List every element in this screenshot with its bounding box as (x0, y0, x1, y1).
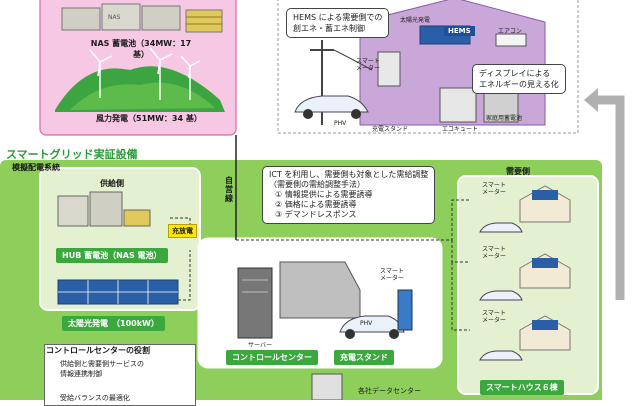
smart-house-badge: スマートハウス６棟 (480, 380, 564, 395)
control-building (279, 261, 361, 319)
hems-box: HEMS (444, 26, 475, 36)
nas-logo: NAS (108, 14, 121, 21)
data-center-label: 各社データセンター (358, 387, 421, 395)
return-arrow (594, 95, 625, 300)
ict-callout: ICT を利用し、需要側も対象とした需給調整 （需要側の需給調整手法） ① 情報… (262, 166, 436, 224)
control-role-cut-text: 受給バランスの最適化 (60, 394, 130, 402)
discharge-label: 充放電 (168, 224, 197, 238)
pv-badge: 太陽光発電 （100kW） (62, 316, 165, 331)
charge-stand-badge: 充電スタンド (334, 350, 394, 365)
smart-grid-title: スマートグリッド実証設備 (6, 148, 138, 161)
control-phv-label: PHV (360, 320, 373, 327)
home-phv-label: PHV (334, 120, 347, 127)
nas-battery-image (61, 3, 223, 33)
pv-panel-image (57, 279, 179, 305)
control-role-desc: 供給側と需要側サービスの 情報連携制御 (60, 360, 144, 378)
private-line-label: 自営線 (225, 176, 233, 203)
home-smart-meter-label: スマート メーター (356, 58, 381, 72)
control-center-badge: コントロールセンター (226, 350, 318, 365)
aircon-label: エアコン (498, 28, 523, 35)
solar-panel-label: 太陽光発電 (400, 17, 431, 24)
supply-side-label: 供給側 (100, 179, 124, 188)
home-battery-label: 家庭用蓄電池 (486, 115, 523, 122)
charge-stand (397, 289, 413, 331)
hub-battery-badge: HUB 蓄電池（NAS 電池） (56, 248, 168, 263)
demand-side-label: 需要側 (506, 167, 530, 176)
demand-smart-meter-2: スマート メーター (482, 246, 507, 260)
wind-turbines (89, 47, 201, 100)
wind-power-label: 風力発電（51MW：34 基） (96, 114, 202, 123)
smart-houses (479, 185, 571, 361)
nas-battery-label: NAS 蓄電池（34MW：17 基） (90, 39, 192, 59)
model-distribution-label: 模擬配電系統 (12, 163, 60, 172)
data-center-building (311, 373, 343, 400)
hems-callout: HEMS による需要側での 創エネ・蓄エネ制御 (286, 8, 390, 38)
control-smart-meter: スマート メーター (380, 268, 405, 282)
demand-smart-meter-1: スマート メーター (482, 182, 507, 196)
server-label: サーバー (248, 342, 272, 349)
demand-smart-meter-3: スマート メーター (482, 310, 507, 324)
hub-battery-image (57, 191, 151, 227)
server-rack (237, 267, 273, 339)
control-role-title: コントロールセンターの役割 (46, 346, 150, 355)
phv-car (294, 95, 369, 113)
home-charge-stand-label: 充電スタンド (372, 126, 409, 133)
display-callout: ディスプレイによる エネルギーの見える化 (472, 64, 566, 94)
ecocute-label: エコキュート (442, 126, 479, 133)
